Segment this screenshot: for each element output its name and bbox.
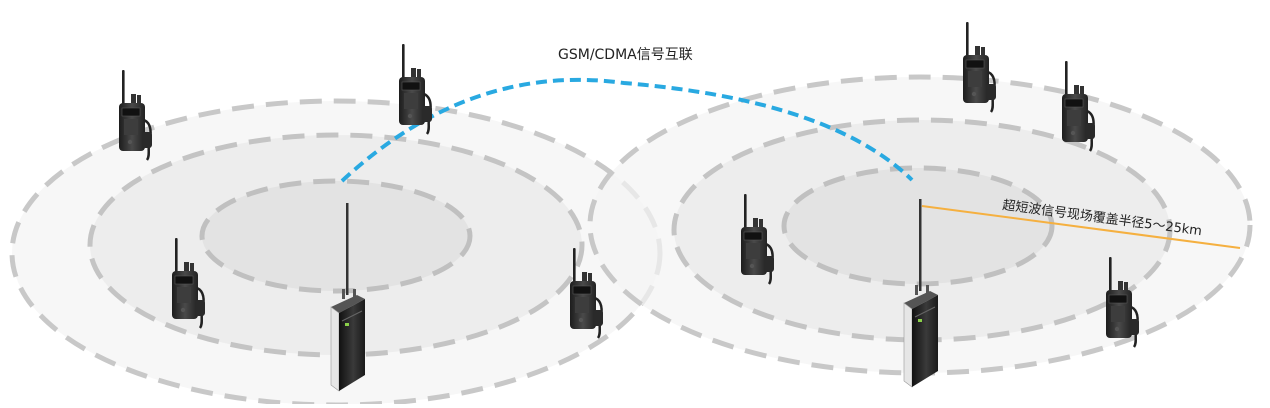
coverage-radius-line [921, 205, 1241, 249]
walkie-talkie-icon [397, 42, 434, 136]
coverage-ring-inner [199, 178, 473, 294]
coverage-ring-inner [781, 165, 1055, 287]
walkie-talkie-icon [961, 20, 998, 114]
coverage-zone-left [9, 98, 663, 408]
walkie-talkie-icon [117, 68, 154, 162]
link-label: GSM/CDMA信号互联 [558, 47, 693, 63]
